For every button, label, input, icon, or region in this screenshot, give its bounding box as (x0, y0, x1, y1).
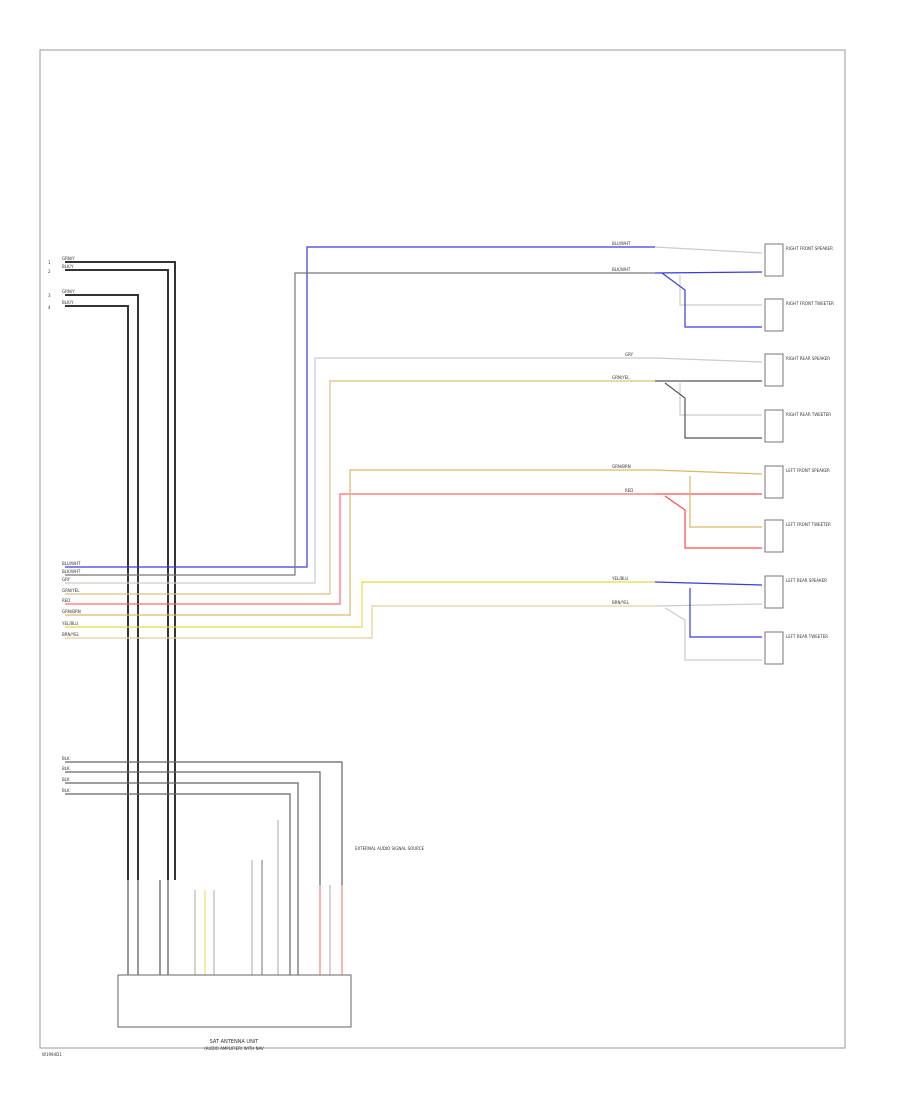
speaker-label: LEFT REAR SPEAKER (786, 578, 827, 583)
module-label: SAT ANTENNA UNIT (210, 1039, 260, 1045)
wire-tan (65, 380, 655, 595)
ground-wires-bottom (65, 761, 343, 975)
wire-label: GRN/Y (62, 256, 75, 261)
pin-number: 3 (48, 293, 51, 298)
amplifier-module (117, 974, 352, 1028)
wire-label: BLK/WHT (62, 569, 81, 574)
speaker: LEFT REAR TWEETER (764, 631, 828, 665)
wire-label: RED (625, 488, 633, 493)
wire-label: GRN/YEL (62, 588, 80, 593)
pin-number: 4 (48, 305, 51, 310)
speaker-label: LEFT FRONT SPEAKER (786, 468, 830, 473)
speaker: LEFT REAR SPEAKER (764, 575, 827, 609)
wire-red (65, 493, 655, 605)
footer-code: W1994D1 (42, 1052, 62, 1057)
speaker-label: RIGHT FRONT SPEAKER (786, 246, 833, 251)
speaker: RIGHT REAR SPEAKER (764, 353, 830, 387)
speaker-label: LEFT FRONT TWEETER (786, 522, 831, 527)
speaker-label: LEFT REAR TWEETER (786, 634, 828, 639)
wire-label: GRN/Y (62, 289, 75, 294)
wire-label: BLK (62, 756, 70, 761)
signal-wires (65, 246, 655, 639)
speaker: RIGHT FRONT SPEAKER (764, 243, 833, 277)
wire-label: BRN/YEL (62, 632, 80, 637)
pin-number: 2 (48, 269, 51, 274)
speaker-label: RIGHT REAR SPEAKER (786, 356, 830, 361)
wire-label: BLU/WHT (62, 561, 81, 566)
pin-number: 1 (48, 260, 51, 265)
wire-label: YEL/BLU (61, 621, 78, 626)
right-wire-labels: BLU/WHT BLK/WHT GRY GRN/YEL GRN/BRN RED … (611, 241, 634, 605)
speaker-label: RIGHT REAR TWEETER (786, 412, 831, 417)
diagram-border (39, 49, 846, 1049)
speaker-label: RIGHT FRONT TWEETER (786, 301, 834, 306)
left-mid-labels: BLU/WHT BLK/WHT GRY GRN/YEL RED GRN/BRN … (61, 561, 81, 637)
wire-label: GRY (625, 352, 634, 357)
speaker: RIGHT REAR TWEETER (764, 409, 831, 443)
wire-label: BLK (62, 766, 70, 771)
wire-label: BLK (62, 788, 70, 793)
left-bottom-labels: BLK BLK BLK BLK (62, 756, 70, 793)
wire-label: BLK (62, 777, 70, 782)
ground-wires-top-labels: GRN/Y BLK/Y GRN/Y BLK/Y 1 2 3 4 (48, 256, 75, 310)
wire-label: BLK/WHT (612, 267, 631, 272)
wire-label: BLU/WHT (612, 241, 631, 246)
wire-label: RED (62, 598, 70, 603)
module-sublabel: (AUDIO AMPLIFIER) WITH NAV (204, 1046, 264, 1051)
wire-blue (65, 246, 655, 568)
speaker: LEFT FRONT SPEAKER (764, 465, 830, 499)
wire-label: GRN/BRN (612, 464, 631, 469)
wire-label: GRY (62, 577, 71, 582)
wire-yellow (65, 581, 655, 628)
external-source-label: EXTERNAL AUDIO SIGNAL SOURCE (355, 846, 425, 851)
speaker-branches (654, 246, 763, 661)
module-connectors (127, 820, 343, 975)
speakers: RIGHT FRONT SPEAKER RIGHT FRONT TWEETER … (764, 243, 834, 665)
speaker: LEFT FRONT TWEETER (764, 519, 831, 553)
wire-label: BLK/Y (62, 300, 74, 305)
wire-tan2 (65, 469, 655, 616)
wire-label: BRN/YEL (612, 600, 630, 605)
wire-label: BLK/Y (62, 264, 74, 269)
wire-brown (65, 605, 655, 639)
wire-gray (65, 357, 655, 584)
wire-label: GRN/YEL (612, 375, 630, 380)
wire-label: GRN/BRN (62, 609, 81, 614)
wire-label: YEL/BLU (611, 576, 628, 581)
speaker: RIGHT FRONT TWEETER (764, 298, 834, 332)
wire-black (65, 272, 655, 576)
ground-wires-top (65, 261, 176, 880)
